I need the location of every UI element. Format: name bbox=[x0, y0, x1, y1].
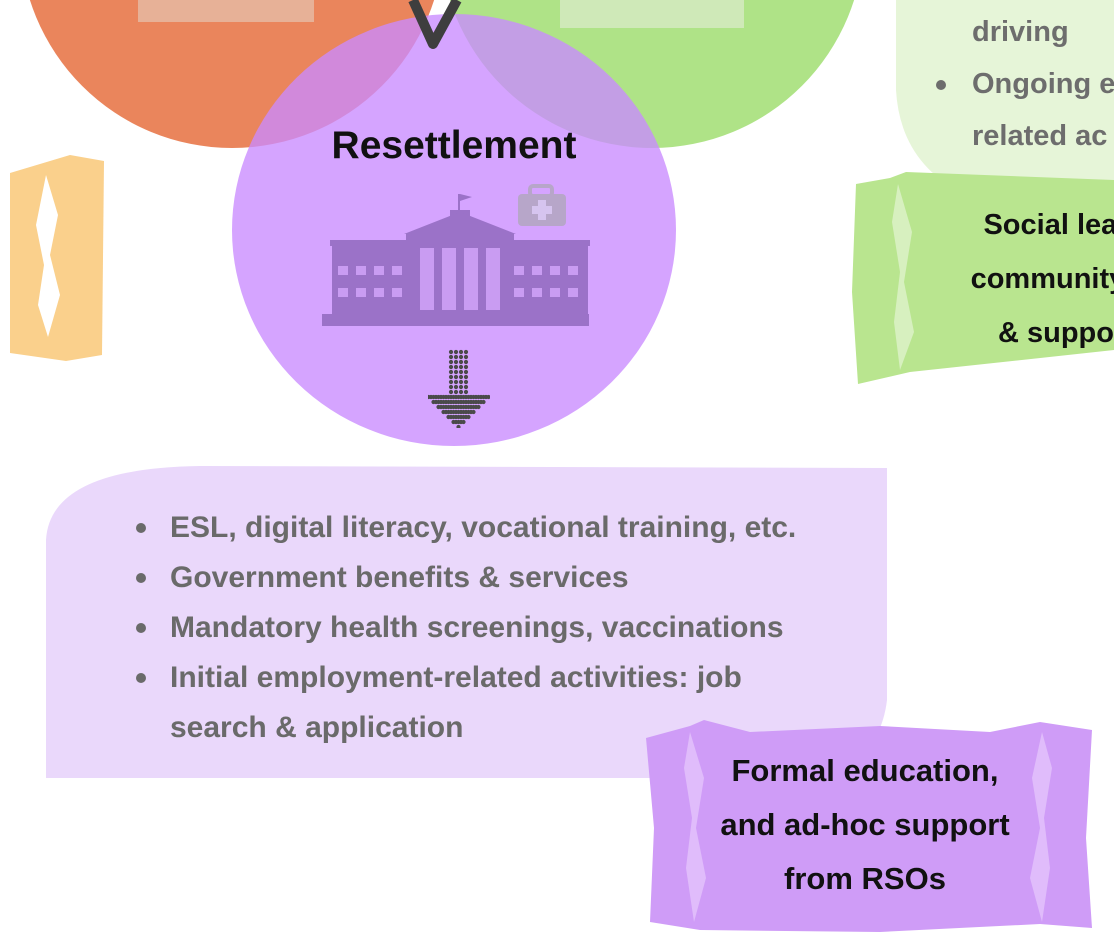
chevron-down-icon bbox=[408, 0, 462, 49]
resettlement-title: Resettlement bbox=[331, 124, 577, 167]
list-item: Initial employment-related activities: j… bbox=[130, 653, 850, 753]
green-scroll-shape bbox=[852, 172, 1114, 384]
purple-scroll-label: Formal education, and ad-hoc support fro… bbox=[680, 744, 1050, 906]
bullet-dot bbox=[136, 573, 146, 583]
green-scroll-line: & suppo bbox=[998, 317, 1114, 349]
list-item-text: search & application bbox=[170, 711, 464, 744]
green-scroll-label: Social lear community l & suppo bbox=[906, 198, 1114, 360]
resettlement-bullet-list: ESL, digital literacy, vocational traini… bbox=[130, 503, 850, 753]
list-item: ESL, digital literacy, vocational traini… bbox=[130, 503, 850, 553]
bullet-dot bbox=[136, 623, 146, 633]
list-item: Mandatory health screenings, vaccination… bbox=[130, 603, 850, 653]
list-item: Government benefits & services bbox=[130, 553, 850, 603]
green-bullet-text: related ac bbox=[972, 120, 1108, 152]
green-bullet-item: related ac bbox=[932, 110, 1114, 162]
bullet-dot bbox=[136, 673, 146, 683]
list-item-text: ESL, digital literacy, vocational traini… bbox=[170, 511, 797, 544]
government-building-icon bbox=[322, 194, 590, 326]
purple-scroll-line: Formal education, bbox=[731, 753, 999, 788]
top-left-label-box bbox=[138, 0, 314, 22]
orange-scroll-shape bbox=[10, 155, 104, 361]
list-item-text: Initial employment-related activities: j… bbox=[170, 661, 742, 694]
purple-scroll-line: from RSOs bbox=[784, 861, 946, 896]
green-panel-shape bbox=[896, 0, 1114, 192]
top-right-label-box bbox=[560, 0, 744, 28]
medical-kit-icon bbox=[518, 184, 566, 226]
green-scroll-line: Social lear bbox=[983, 209, 1114, 241]
bullet-dot bbox=[936, 80, 946, 90]
list-item-text: Government benefits & services bbox=[170, 561, 629, 594]
green-bullet-list: driving Ongoing e related ac bbox=[932, 6, 1114, 162]
green-scroll-line: community l bbox=[970, 263, 1114, 295]
green-bullet-text: Ongoing e bbox=[972, 68, 1114, 100]
purple-panel-shape bbox=[46, 466, 887, 778]
purple-scroll-line: and ad-hoc support bbox=[720, 807, 1010, 842]
purple-scroll-shape bbox=[646, 720, 1092, 932]
list-item-text: Mandatory health screenings, vaccination… bbox=[170, 611, 784, 644]
bullet-dot bbox=[136, 523, 146, 533]
green-bullet-item: Ongoing e bbox=[932, 58, 1114, 110]
green-bullet-text: driving bbox=[972, 16, 1069, 48]
dotted-down-arrow-icon bbox=[428, 349, 490, 428]
green-bullet-item: driving bbox=[932, 6, 1114, 58]
